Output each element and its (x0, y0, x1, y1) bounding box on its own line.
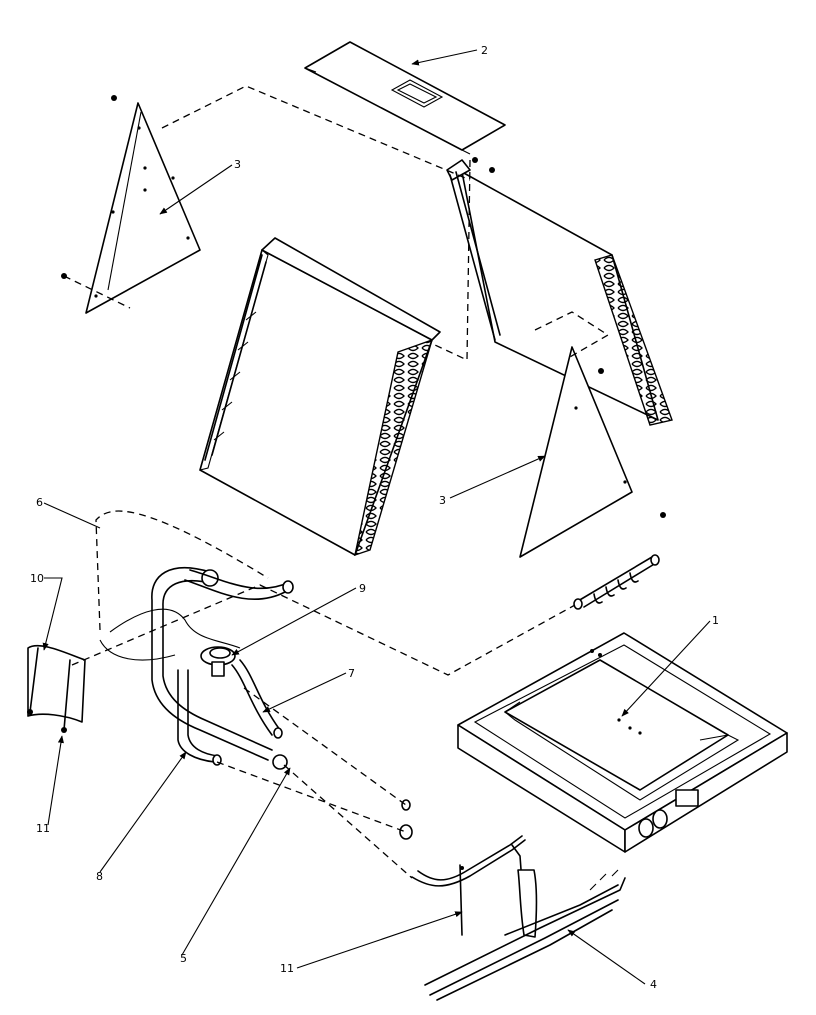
insulation-wrap (27, 644, 86, 733)
callout-1-part2: 2 (481, 44, 488, 57)
callout-part7: 7 (348, 667, 355, 680)
callout-part1: 1 (712, 614, 719, 627)
callout-part4: 4 (650, 978, 657, 991)
assembly-lines (63, 85, 610, 879)
callout-3-lower: 3 (439, 494, 446, 507)
drain-pan (457, 632, 788, 853)
callout-leaders (42, 49, 711, 985)
callout-part8: 8 (96, 870, 103, 883)
callout-part11-bottom: 11 (280, 962, 294, 975)
callout-part9: 9 (359, 582, 366, 595)
callout-3-upper: 3 (234, 158, 241, 171)
top-cover-plate (304, 41, 506, 173)
callout-part6: 6 (36, 496, 43, 509)
callout-part5: 5 (180, 952, 187, 965)
side-panel-left (61, 95, 201, 314)
side-panel-right (519, 346, 666, 558)
refrigerant-tubing (99, 567, 413, 840)
distributor-header (573, 554, 660, 610)
coil-slab-left (199, 237, 441, 557)
coil-slab-right (446, 159, 673, 426)
callout-part10: 10 (30, 572, 44, 585)
distributor-tube-assembly (411, 835, 626, 1001)
callout-part11-left: 11 (36, 822, 50, 835)
